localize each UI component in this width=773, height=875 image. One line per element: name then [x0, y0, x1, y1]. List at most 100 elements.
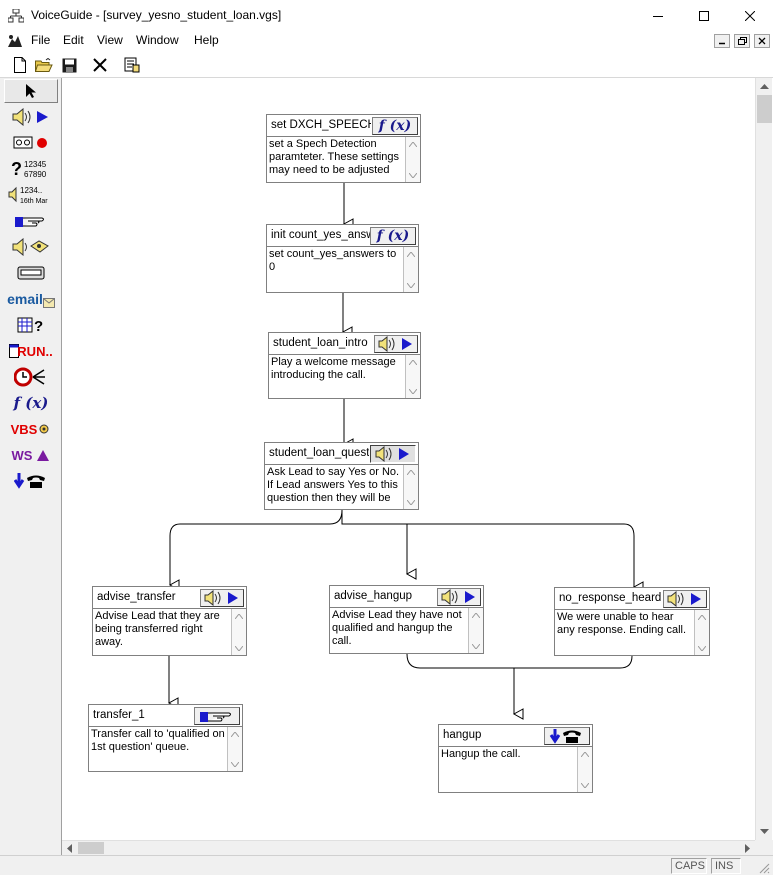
- module-scrollbar[interactable]: [404, 247, 418, 292]
- scroll-down-icon[interactable]: [232, 641, 246, 655]
- scroll-up-icon[interactable]: [695, 610, 709, 624]
- menu-file[interactable]: File: [31, 33, 51, 47]
- mdi-close-button[interactable]: [754, 34, 770, 48]
- palette-hangup[interactable]: [4, 469, 58, 493]
- scroll-up-icon[interactable]: [404, 247, 418, 261]
- module-scrollbar[interactable]: [406, 355, 420, 398]
- scroll-down-icon[interactable]: [406, 168, 420, 182]
- scroll-down-icon[interactable]: [404, 495, 418, 509]
- scroll-up-icon[interactable]: [578, 747, 592, 761]
- palette-record[interactable]: [4, 131, 58, 155]
- module-type-button[interactable]: [200, 589, 244, 607]
- palette-web-service[interactable]: WS: [4, 443, 58, 467]
- scroll-down-icon[interactable]: [404, 278, 418, 292]
- module-type-button[interactable]: [370, 445, 416, 463]
- horizontal-scroll-thumb[interactable]: [78, 842, 104, 854]
- scroll-up-icon[interactable]: [404, 465, 418, 479]
- scroll-down-icon[interactable]: [578, 778, 592, 792]
- palette-transfer[interactable]: [4, 209, 58, 233]
- vertical-scroll-thumb[interactable]: [757, 95, 772, 123]
- scroll-up-icon[interactable]: [232, 609, 246, 623]
- vertical-scrollbar[interactable]: [755, 78, 772, 840]
- scroll-up-icon[interactable]: [406, 137, 420, 151]
- module-type-button[interactable]: f (x): [370, 227, 416, 245]
- connector-lines: [167, 183, 644, 720]
- module-description: set a Spech Detection paramteter. These …: [267, 137, 406, 182]
- mdi-minimize-button[interactable]: [714, 34, 730, 48]
- module-scrollbar[interactable]: [404, 465, 418, 509]
- module-scrollbar[interactable]: [469, 608, 483, 653]
- open-button[interactable]: [34, 55, 54, 75]
- palette-evaluate[interactable]: f (x): [4, 391, 58, 415]
- scroll-up-icon[interactable]: [469, 608, 483, 622]
- module-type-button[interactable]: [544, 727, 590, 745]
- module-scrollbar[interactable]: [228, 727, 242, 771]
- palette-database[interactable]: ?: [4, 313, 58, 337]
- scroll-down-icon[interactable]: [695, 641, 709, 655]
- module-header: set DXCH_SPEECH f (x): [267, 115, 420, 137]
- transfer-hand-icon: [200, 712, 231, 722]
- horizontal-scrollbar[interactable]: [62, 840, 755, 855]
- menu-edit[interactable]: Edit: [63, 33, 84, 47]
- scroll-up-icon[interactable]: [406, 355, 420, 369]
- scroll-down-icon[interactable]: [406, 384, 420, 398]
- module-title: student_loan_questi: [269, 447, 369, 459]
- module-no-response[interactable]: no_response_heard We were unable to hear…: [554, 587, 710, 656]
- flow-canvas[interactable]: set DXCH_SPEECH f (x) set a Spech Detect…: [62, 78, 755, 840]
- palette-run[interactable]: RUN..: [4, 339, 58, 363]
- module-scrollbar[interactable]: [232, 609, 246, 655]
- module-hangup[interactable]: hangup Hangup the call.: [438, 724, 593, 793]
- properties-button[interactable]: [122, 55, 142, 75]
- minimize-button[interactable]: [635, 0, 681, 31]
- module-advise-hangup[interactable]: advise_hangup Advise Lead they have not …: [329, 585, 484, 654]
- scrollbar-corner: [755, 840, 773, 855]
- delete-button[interactable]: [90, 55, 110, 75]
- resize-grip-icon[interactable]: [758, 862, 770, 874]
- maximize-button[interactable]: [681, 0, 727, 31]
- scroll-down-icon[interactable]: [228, 757, 242, 771]
- module-scrollbar[interactable]: [695, 610, 709, 655]
- module-question[interactable]: student_loan_questi Ask Lead to say Yes …: [264, 442, 419, 510]
- save-button[interactable]: [59, 55, 79, 75]
- mdi-restore-button[interactable]: [734, 34, 750, 48]
- module-scrollbar[interactable]: [406, 137, 420, 182]
- palette-voicemail[interactable]: [4, 235, 58, 259]
- minimize-icon: [719, 42, 725, 45]
- palette-say-numbers[interactable]: 1234.. 16th Mar: [4, 183, 58, 207]
- scroll-down-icon[interactable]: [756, 823, 773, 840]
- module-advise-transfer[interactable]: advise_transfer Advise Lead that they ar…: [92, 586, 247, 656]
- palette-pager[interactable]: [4, 261, 58, 285]
- module-type-button[interactable]: [374, 335, 418, 353]
- scroll-down-icon[interactable]: [469, 639, 483, 653]
- scroll-left-icon[interactable]: [62, 841, 77, 855]
- palette-email[interactable]: email: [4, 287, 58, 311]
- module-init-count[interactable]: init count_yes_answ f (x) set count_yes_…: [266, 224, 419, 293]
- palette-vbscript[interactable]: VBS: [4, 417, 58, 441]
- module-intro[interactable]: student_loan_intro Play a welcome messag…: [268, 332, 421, 399]
- scroll-right-icon[interactable]: [740, 841, 755, 855]
- module-type-button[interactable]: [194, 707, 240, 725]
- email-icon: email: [7, 291, 43, 307]
- palette-pointer[interactable]: [4, 79, 58, 103]
- palette-play[interactable]: [4, 105, 58, 129]
- menu-view[interactable]: View: [97, 33, 123, 47]
- palette-get-numbers[interactable]: ? 12345 67890: [4, 157, 58, 181]
- module-type-button[interactable]: [663, 590, 707, 608]
- close-icon: [745, 10, 755, 21]
- new-button[interactable]: [10, 55, 30, 75]
- module-scrollbar[interactable]: [578, 747, 592, 792]
- module-description: set count_yes_answers to 0: [267, 247, 404, 292]
- menu-window[interactable]: Window: [136, 33, 179, 47]
- speaker-play-icon: [667, 591, 701, 607]
- palette-time-switch[interactable]: [4, 365, 58, 389]
- scroll-up-icon[interactable]: [228, 727, 242, 741]
- module-type-button[interactable]: [437, 588, 481, 606]
- module-header: init count_yes_answ f (x): [267, 225, 418, 247]
- module-transfer[interactable]: transfer_1 Transfer call to 'qualified o…: [88, 704, 243, 772]
- window-icon: [9, 344, 20, 358]
- module-type-button[interactable]: f (x): [372, 117, 418, 135]
- module-set-speech[interactable]: set DXCH_SPEECH f (x) set a Spech Detect…: [266, 114, 421, 183]
- scroll-up-icon[interactable]: [756, 78, 773, 95]
- menu-help[interactable]: Help: [194, 33, 219, 47]
- close-button[interactable]: [727, 0, 773, 31]
